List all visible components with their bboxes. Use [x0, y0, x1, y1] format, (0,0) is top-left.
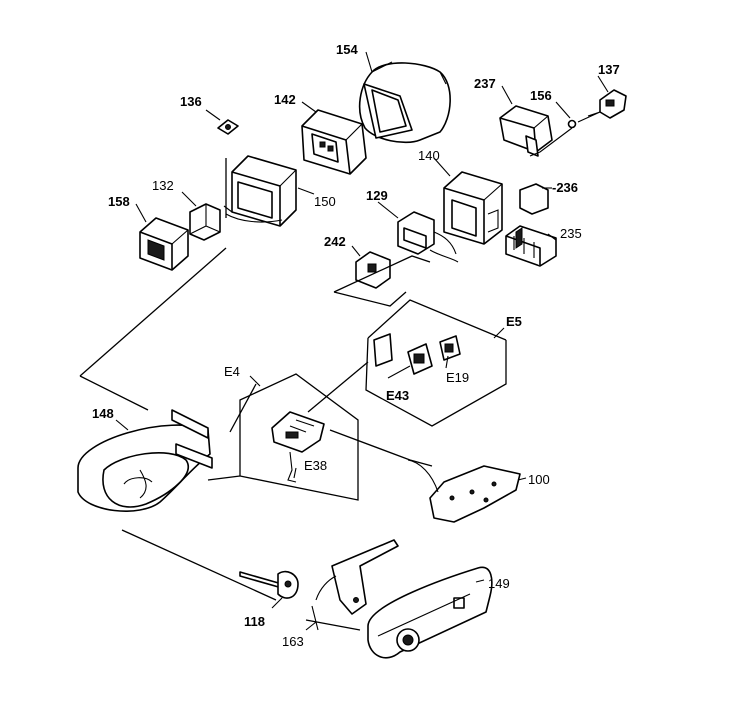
part-148-belt-cover	[77, 409, 213, 512]
part-156-137-switch	[529, 89, 627, 157]
part-140-finder-body	[443, 171, 503, 245]
part-E4-board	[271, 411, 325, 483]
part-E5-components	[373, 333, 461, 375]
part-149-lower-cover	[367, 566, 493, 659]
part-142-viewfinder-frame	[301, 109, 367, 175]
callout-E4: E4	[224, 364, 240, 379]
callout-137: 137	[598, 62, 620, 77]
part-235-mount	[505, 225, 557, 267]
part-154-eyecup	[358, 61, 451, 144]
callout-E19: E19	[446, 370, 469, 385]
callout-237: 237	[474, 76, 496, 91]
callout-163: 163	[282, 634, 304, 649]
part-136-clip	[217, 119, 239, 135]
callout-142: 142	[274, 92, 296, 107]
leader-lines	[115, 51, 609, 631]
callout-158: 158	[108, 194, 130, 209]
callout-150: 150	[314, 194, 336, 209]
part-100-plate	[407, 459, 521, 523]
callout-E38: E38	[304, 458, 327, 473]
part-150-housing	[223, 155, 297, 227]
part-163-bracket	[311, 539, 399, 631]
part-158-eyepiece	[139, 217, 189, 271]
part-237-bracket	[499, 105, 553, 157]
callout-E43: E43	[386, 388, 409, 403]
part-242-plate	[355, 251, 391, 289]
callout-136: 136	[180, 94, 202, 109]
callout-129: 129	[366, 188, 388, 203]
callout-149: 149	[488, 576, 510, 591]
callout-242: 242	[324, 234, 346, 249]
callout-labels: 154 142 136 132 150 158 237 156 137 140 …	[92, 42, 620, 649]
callout-132: 132	[152, 178, 174, 193]
callout-235: 235	[560, 226, 582, 241]
callout-118: 118	[244, 614, 265, 629]
part-129-lens-frame	[397, 211, 459, 263]
callout-154: 154	[336, 42, 358, 57]
part-236-lens	[519, 183, 549, 215]
callout-E5: E5	[506, 314, 522, 329]
callout-148: 148	[92, 406, 114, 421]
callout-236: -236	[552, 180, 578, 195]
part-118-screw	[239, 570, 299, 599]
callout-156: 156	[530, 88, 552, 103]
part-132-lens-plate	[189, 203, 221, 241]
callout-140: 140	[418, 148, 440, 163]
callout-100: 100	[528, 472, 550, 487]
